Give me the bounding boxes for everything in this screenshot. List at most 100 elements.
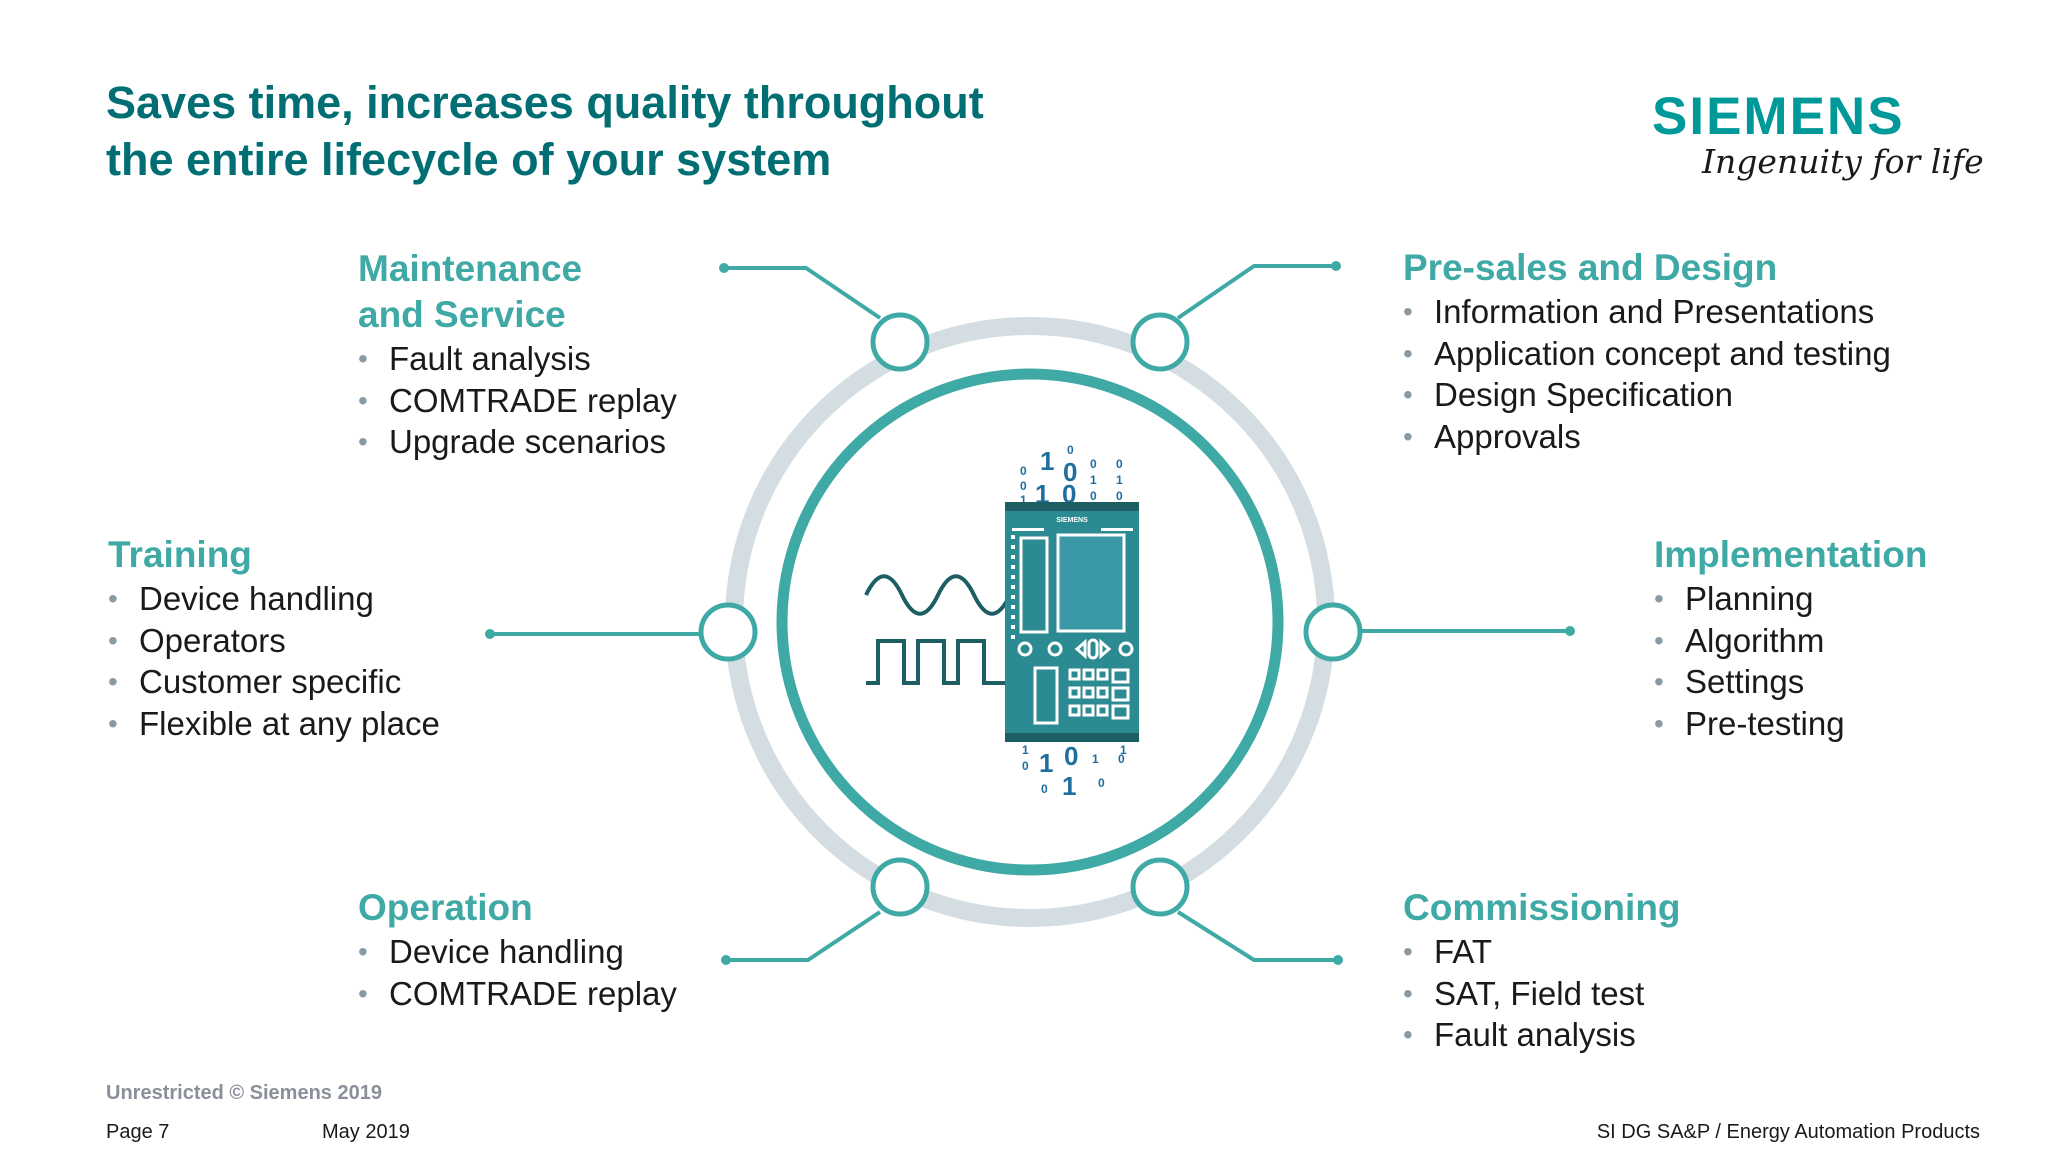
- node-training: [698, 602, 758, 662]
- device-top-bar: [1005, 502, 1139, 511]
- endpoint-dot: [719, 263, 729, 273]
- section-heading: Commissioning: [1403, 887, 1681, 928]
- binary-digit: 0: [1090, 489, 1097, 503]
- endpoint-dot: [1565, 626, 1575, 636]
- device-brand: SIEMENS: [1056, 517, 1088, 524]
- connector-operation: [726, 910, 882, 962]
- square-wave-icon: [866, 639, 1010, 685]
- bullet-list: Fault analysis COMTRADE replay Upgrade s…: [358, 338, 677, 463]
- binary-digit: 0: [1022, 759, 1029, 773]
- list-item: COMTRADE replay: [358, 973, 677, 1015]
- list-item: Upgrade scenarios: [358, 421, 677, 463]
- binary-digit: 0: [1020, 479, 1027, 493]
- logo-tagline: Ingenuity for life: [1702, 142, 1984, 181]
- binary-digit: 1: [1040, 446, 1054, 476]
- binary-digit: 1: [1039, 748, 1053, 778]
- section-heading: Pre-sales and Design: [1403, 247, 1778, 288]
- binary-digit: 1: [1116, 473, 1123, 487]
- footer-department: SI DG SA&P / Energy Automation Products: [1596, 1121, 1980, 1143]
- list-item: Device handling: [108, 578, 440, 620]
- list-item: Information and Presentations: [1403, 291, 1891, 333]
- binary-digit: 0: [1067, 443, 1074, 457]
- list-item: Customer specific: [108, 661, 440, 703]
- list-item: Planning: [1654, 578, 1927, 620]
- list-item: Algorithm: [1654, 620, 1927, 662]
- ring-nodes: [698, 312, 1363, 917]
- endpoint-dot: [485, 629, 495, 639]
- connector-maintenance: [724, 266, 882, 320]
- binary-digit: 0: [1062, 479, 1076, 509]
- endpoint-dot: [721, 955, 731, 965]
- bullet-list: Information and Presentations Applicatio…: [1403, 291, 1891, 457]
- bullet-list: Planning Algorithm Settings Pre-testing: [1654, 578, 1927, 744]
- siemens-logo: SIEMENS: [1652, 87, 1905, 146]
- connector-lines: [490, 264, 1570, 962]
- binary-digit: 0: [1098, 776, 1105, 790]
- list-item: Settings: [1654, 661, 1927, 703]
- binary-digits-top: 0 1 0 0 0 1 0 1 0 1 0 0 0 1: [1020, 443, 1123, 509]
- title-line-2: the entire lifecycle of your system: [106, 134, 832, 185]
- list-item: Application concept and testing: [1403, 333, 1891, 375]
- binary-digit: 1: [1022, 743, 1029, 757]
- binary-digit: 0: [1116, 457, 1123, 471]
- binary-digit: 1: [1120, 743, 1127, 757]
- device-display-main: [1056, 533, 1126, 633]
- node-presales: [1130, 312, 1190, 372]
- page-title: Saves time, increases quality throughout…: [106, 74, 1206, 188]
- inner-ring: [776, 368, 1284, 876]
- section-commissioning: Commissioning FAT SAT, Field test Fault …: [1403, 885, 1681, 1056]
- connector-commissioning: [1176, 910, 1338, 962]
- list-item: Approvals: [1403, 416, 1891, 458]
- list-item: Design Specification: [1403, 374, 1891, 416]
- section-heading: Maintenance and Service: [358, 246, 677, 338]
- connector-endpoints: [485, 261, 1575, 965]
- binary-digit: 1: [1092, 752, 1099, 766]
- binary-digit: 0: [1020, 464, 1027, 478]
- node-maintenance: [870, 312, 930, 372]
- bullet-list: Device handling Operators Customer speci…: [108, 578, 440, 744]
- binary-digit: 0: [1064, 741, 1078, 771]
- binary-digit: 0: [1118, 752, 1125, 766]
- node-commissioning: [1130, 857, 1190, 917]
- list-item: Operators: [108, 620, 440, 662]
- endpoint-dot: [1333, 955, 1343, 965]
- list-item: Flexible at any place: [108, 703, 440, 745]
- device-display-left: [1019, 536, 1049, 634]
- list-item: Pre-testing: [1654, 703, 1927, 745]
- section-heading: Training: [108, 534, 252, 575]
- binary-digit: 1: [1020, 493, 1027, 507]
- connector-presales: [1176, 264, 1336, 320]
- protection-device-icon: SIEMENS: [1005, 502, 1139, 742]
- node-implementation: [1303, 602, 1363, 662]
- list-item: Device handling: [358, 931, 677, 973]
- classification-label: Unrestricted © Siemens 2019: [106, 1082, 382, 1104]
- heading-line-1: Maintenance: [358, 248, 583, 289]
- bullet-list: Device handling COMTRADE replay: [358, 931, 677, 1014]
- section-maintenance: Maintenance and Service Fault analysis C…: [358, 246, 677, 463]
- binary-digits-bottom: 1 1 0 1 0 0 1 0 0 1: [1022, 741, 1127, 801]
- list-item: SAT, Field test: [1403, 973, 1681, 1015]
- sine-wave-icon: [864, 574, 1012, 616]
- section-heading: Implementation: [1654, 534, 1928, 575]
- bullet-list: FAT SAT, Field test Fault analysis: [1403, 931, 1681, 1056]
- section-implementation: Implementation Planning Algorithm Settin…: [1654, 532, 1927, 744]
- device-panel-left: [1033, 666, 1059, 725]
- binary-digit: 0: [1116, 489, 1123, 503]
- binary-digit: 0: [1041, 782, 1048, 796]
- binary-digit: 1: [1062, 771, 1076, 801]
- footer-date: May 2019: [322, 1121, 410, 1143]
- endpoint-dot: [1331, 261, 1341, 271]
- heading-line-2: and Service: [358, 294, 566, 335]
- section-training: Training Device handling Operators Custo…: [108, 532, 440, 744]
- section-operation: Operation Device handling COMTRADE repla…: [358, 885, 677, 1014]
- binary-digit: 0: [1090, 457, 1097, 471]
- list-item: Fault analysis: [1403, 1014, 1681, 1056]
- device-bottom-bar: [1005, 733, 1139, 742]
- list-item: Fault analysis: [358, 338, 677, 380]
- list-item: COMTRADE replay: [358, 380, 677, 422]
- section-presales: Pre-sales and Design Information and Pre…: [1403, 245, 1891, 457]
- section-heading: Operation: [358, 887, 533, 928]
- node-operation: [870, 857, 930, 917]
- binary-digit: 0: [1063, 457, 1077, 487]
